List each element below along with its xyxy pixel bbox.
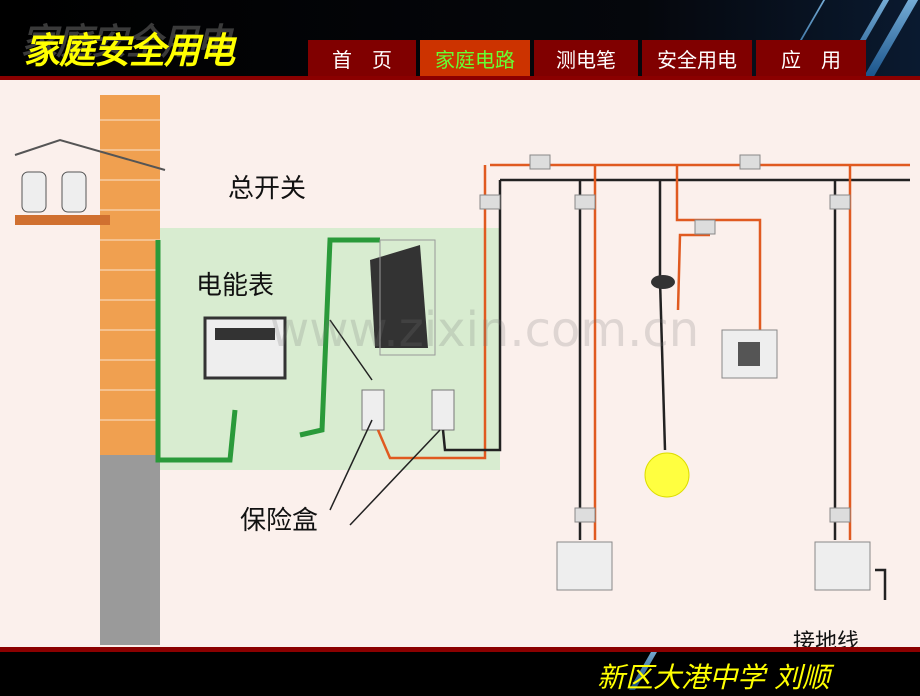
three-pin-socket-icon (814, 541, 871, 591)
label-fuse-box: 保险盒 (240, 506, 319, 536)
green-wire (299, 237, 380, 438)
lamp-holder (651, 275, 675, 289)
circuit-diagram: www.zixin.com.cn 总开关 电能表 保险盒 接地线 (0, 80, 920, 655)
light-bulb-icon (644, 452, 690, 498)
author: 新区大港中学 刘顺 (597, 661, 830, 694)
brick-wall (100, 95, 160, 455)
tab-application[interactable]: 应 用 (756, 40, 866, 76)
fuse-icon (361, 389, 385, 431)
green-wire (155, 240, 238, 463)
two-pin-socket-icon (556, 541, 613, 591)
label-main-switch: 总开关 (228, 174, 307, 204)
circuit-drawing (14, 95, 910, 645)
bracket (15, 215, 110, 225)
nav-bar: 首 页 家庭电路 测电笔 安全用电 应 用 (308, 40, 866, 76)
tab-home-circuit[interactable]: 家庭电路 (420, 40, 530, 76)
insulator (61, 171, 87, 213)
divider (0, 647, 920, 652)
label-meter: 电能表 (196, 271, 275, 301)
footer: 新区大港中学 刘顺 (0, 652, 920, 694)
fuse-icon (431, 389, 455, 431)
tab-home[interactable]: 首 页 (308, 40, 416, 76)
watermark: www.zixin.com.cn (270, 302, 700, 358)
tab-electrical-safety[interactable]: 安全用电 (642, 40, 752, 76)
main-switch-icon (370, 245, 428, 348)
wall-lower (100, 455, 160, 645)
divider (0, 76, 920, 80)
insulator (21, 171, 47, 213)
header: 家庭安全用电 首 页 家庭电路 测电笔 安全用电 应 用 (0, 0, 920, 80)
slide-title: 家庭安全用电 (24, 31, 235, 72)
tab-test-pen[interactable]: 测电笔 (534, 40, 638, 76)
